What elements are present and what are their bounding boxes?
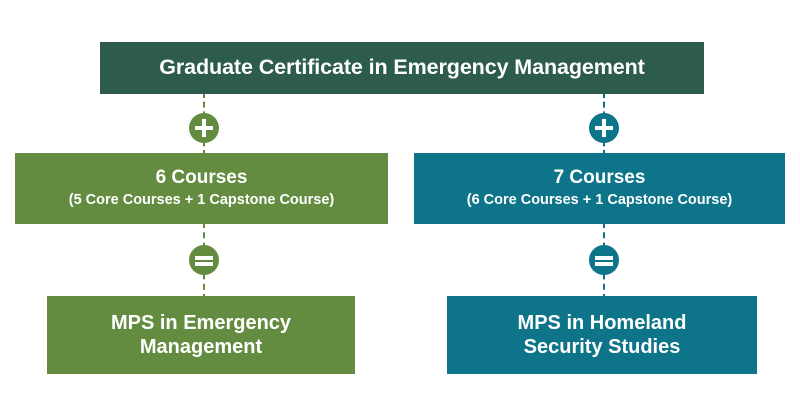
plus-icon: [195, 119, 213, 137]
plus-icon-right: [589, 113, 619, 143]
degree-label-right-line2: Security Studies: [523, 336, 681, 358]
equals-icon-bar-bottom: [595, 262, 613, 266]
plus-icon-left: [189, 113, 219, 143]
header-title: Graduate Certificate in Emergency Manage…: [159, 55, 645, 80]
equals-icon: [195, 251, 213, 269]
courses-count-label-right: 7 Courses: [553, 167, 646, 189]
equals-icon-bar-bottom: [195, 262, 213, 266]
equals-icon-left: [189, 245, 219, 275]
equals-icon-bar-top: [195, 256, 213, 260]
courses-breakdown-label-right: (6 Core Courses + 1 Capstone Course): [466, 192, 733, 209]
degree-box-emergency-management: MPS in Emergency Management: [47, 296, 355, 374]
plus-icon: [595, 119, 613, 137]
header-banner: Graduate Certificate in Emergency Manage…: [100, 42, 704, 94]
courses-count-label-left: 6 Courses: [155, 167, 248, 189]
plus-icon-bar-vertical: [602, 119, 606, 137]
degree-box-homeland-security: MPS in Homeland Security Studies: [447, 296, 757, 374]
degree-label-right-line1: MPS in Homeland: [517, 311, 687, 334]
plus-icon-bar-vertical: [202, 119, 206, 137]
degree-label-left-line2: Management: [139, 336, 263, 358]
equals-icon-right: [589, 245, 619, 275]
courses-box-homeland-security: 7 Courses (6 Core Courses + 1 Capstone C…: [414, 153, 785, 224]
equals-icon: [595, 251, 613, 269]
degree-label-left-line1: MPS in Emergency: [110, 311, 292, 334]
courses-box-emergency-management: 6 Courses (5 Core Courses + 1 Capstone C…: [15, 153, 388, 224]
equals-icon-bar-top: [595, 256, 613, 260]
courses-breakdown-label-left: (5 Core Courses + 1 Capstone Course): [68, 192, 335, 209]
